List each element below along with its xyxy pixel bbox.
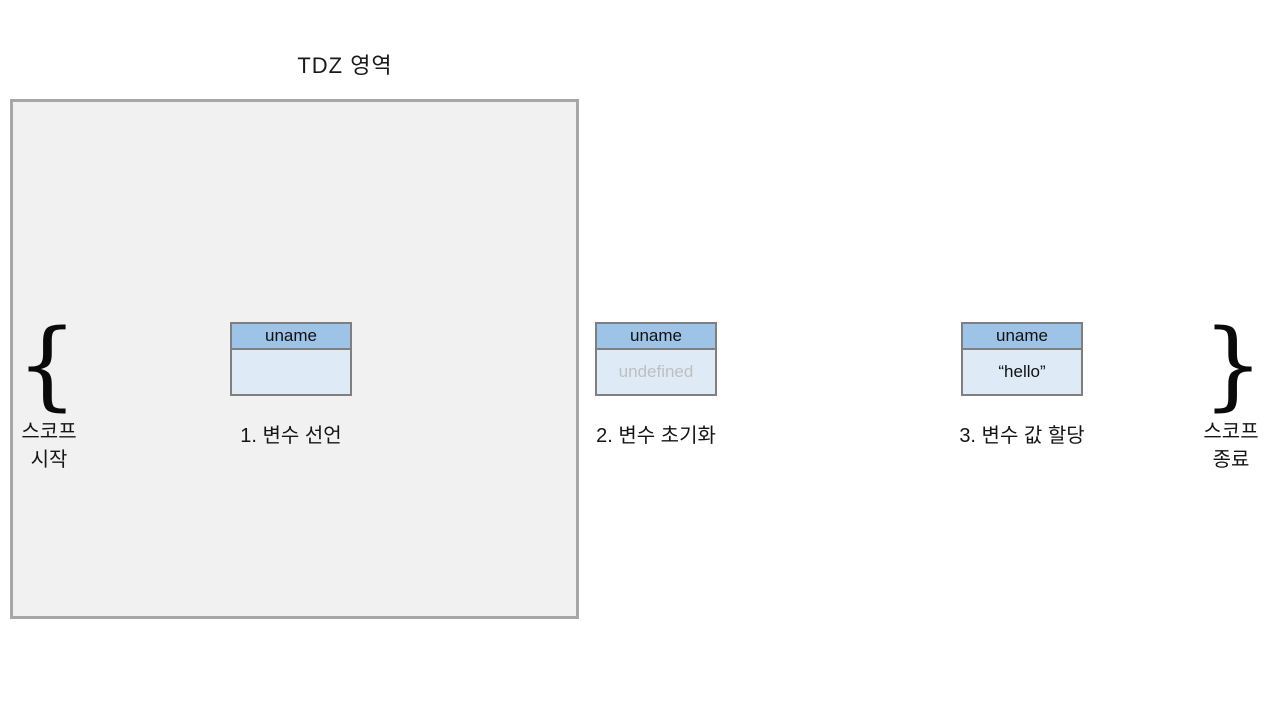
scope-start-label-line2: 시작 xyxy=(30,449,68,471)
variable-name-header: uname xyxy=(963,324,1081,350)
variable-value-cell xyxy=(232,350,350,394)
variable-box-assignment: uname “hello” xyxy=(961,322,1083,396)
step-caption-declaration: 1. 변수 선언 xyxy=(240,425,342,447)
scope-open-brace: { xyxy=(16,309,78,421)
variable-value-cell: undefined xyxy=(597,350,715,394)
step-caption-assignment: 3. 변수 값 할당 xyxy=(959,425,1085,447)
variable-value-cell: “hello” xyxy=(963,350,1081,394)
step-caption-initialization: 2. 변수 초기화 xyxy=(596,425,716,447)
scope-start-label: 스코프 시작 xyxy=(4,418,94,474)
variable-name-header: uname xyxy=(232,324,350,350)
scope-close-brace: } xyxy=(1202,309,1264,421)
scope-end-label: 스코프 종료 xyxy=(1186,418,1276,474)
diagram-title: TDZ 영역 xyxy=(297,53,393,78)
variable-box-initialization: uname undefined xyxy=(595,322,717,396)
scope-end-label-line2: 종료 xyxy=(1212,449,1250,471)
variable-box-declaration: uname xyxy=(230,322,352,396)
scope-start-label-line1: 스코프 xyxy=(21,421,77,443)
variable-name-header: uname xyxy=(597,324,715,350)
scope-end-label-line1: 스코프 xyxy=(1203,421,1259,443)
